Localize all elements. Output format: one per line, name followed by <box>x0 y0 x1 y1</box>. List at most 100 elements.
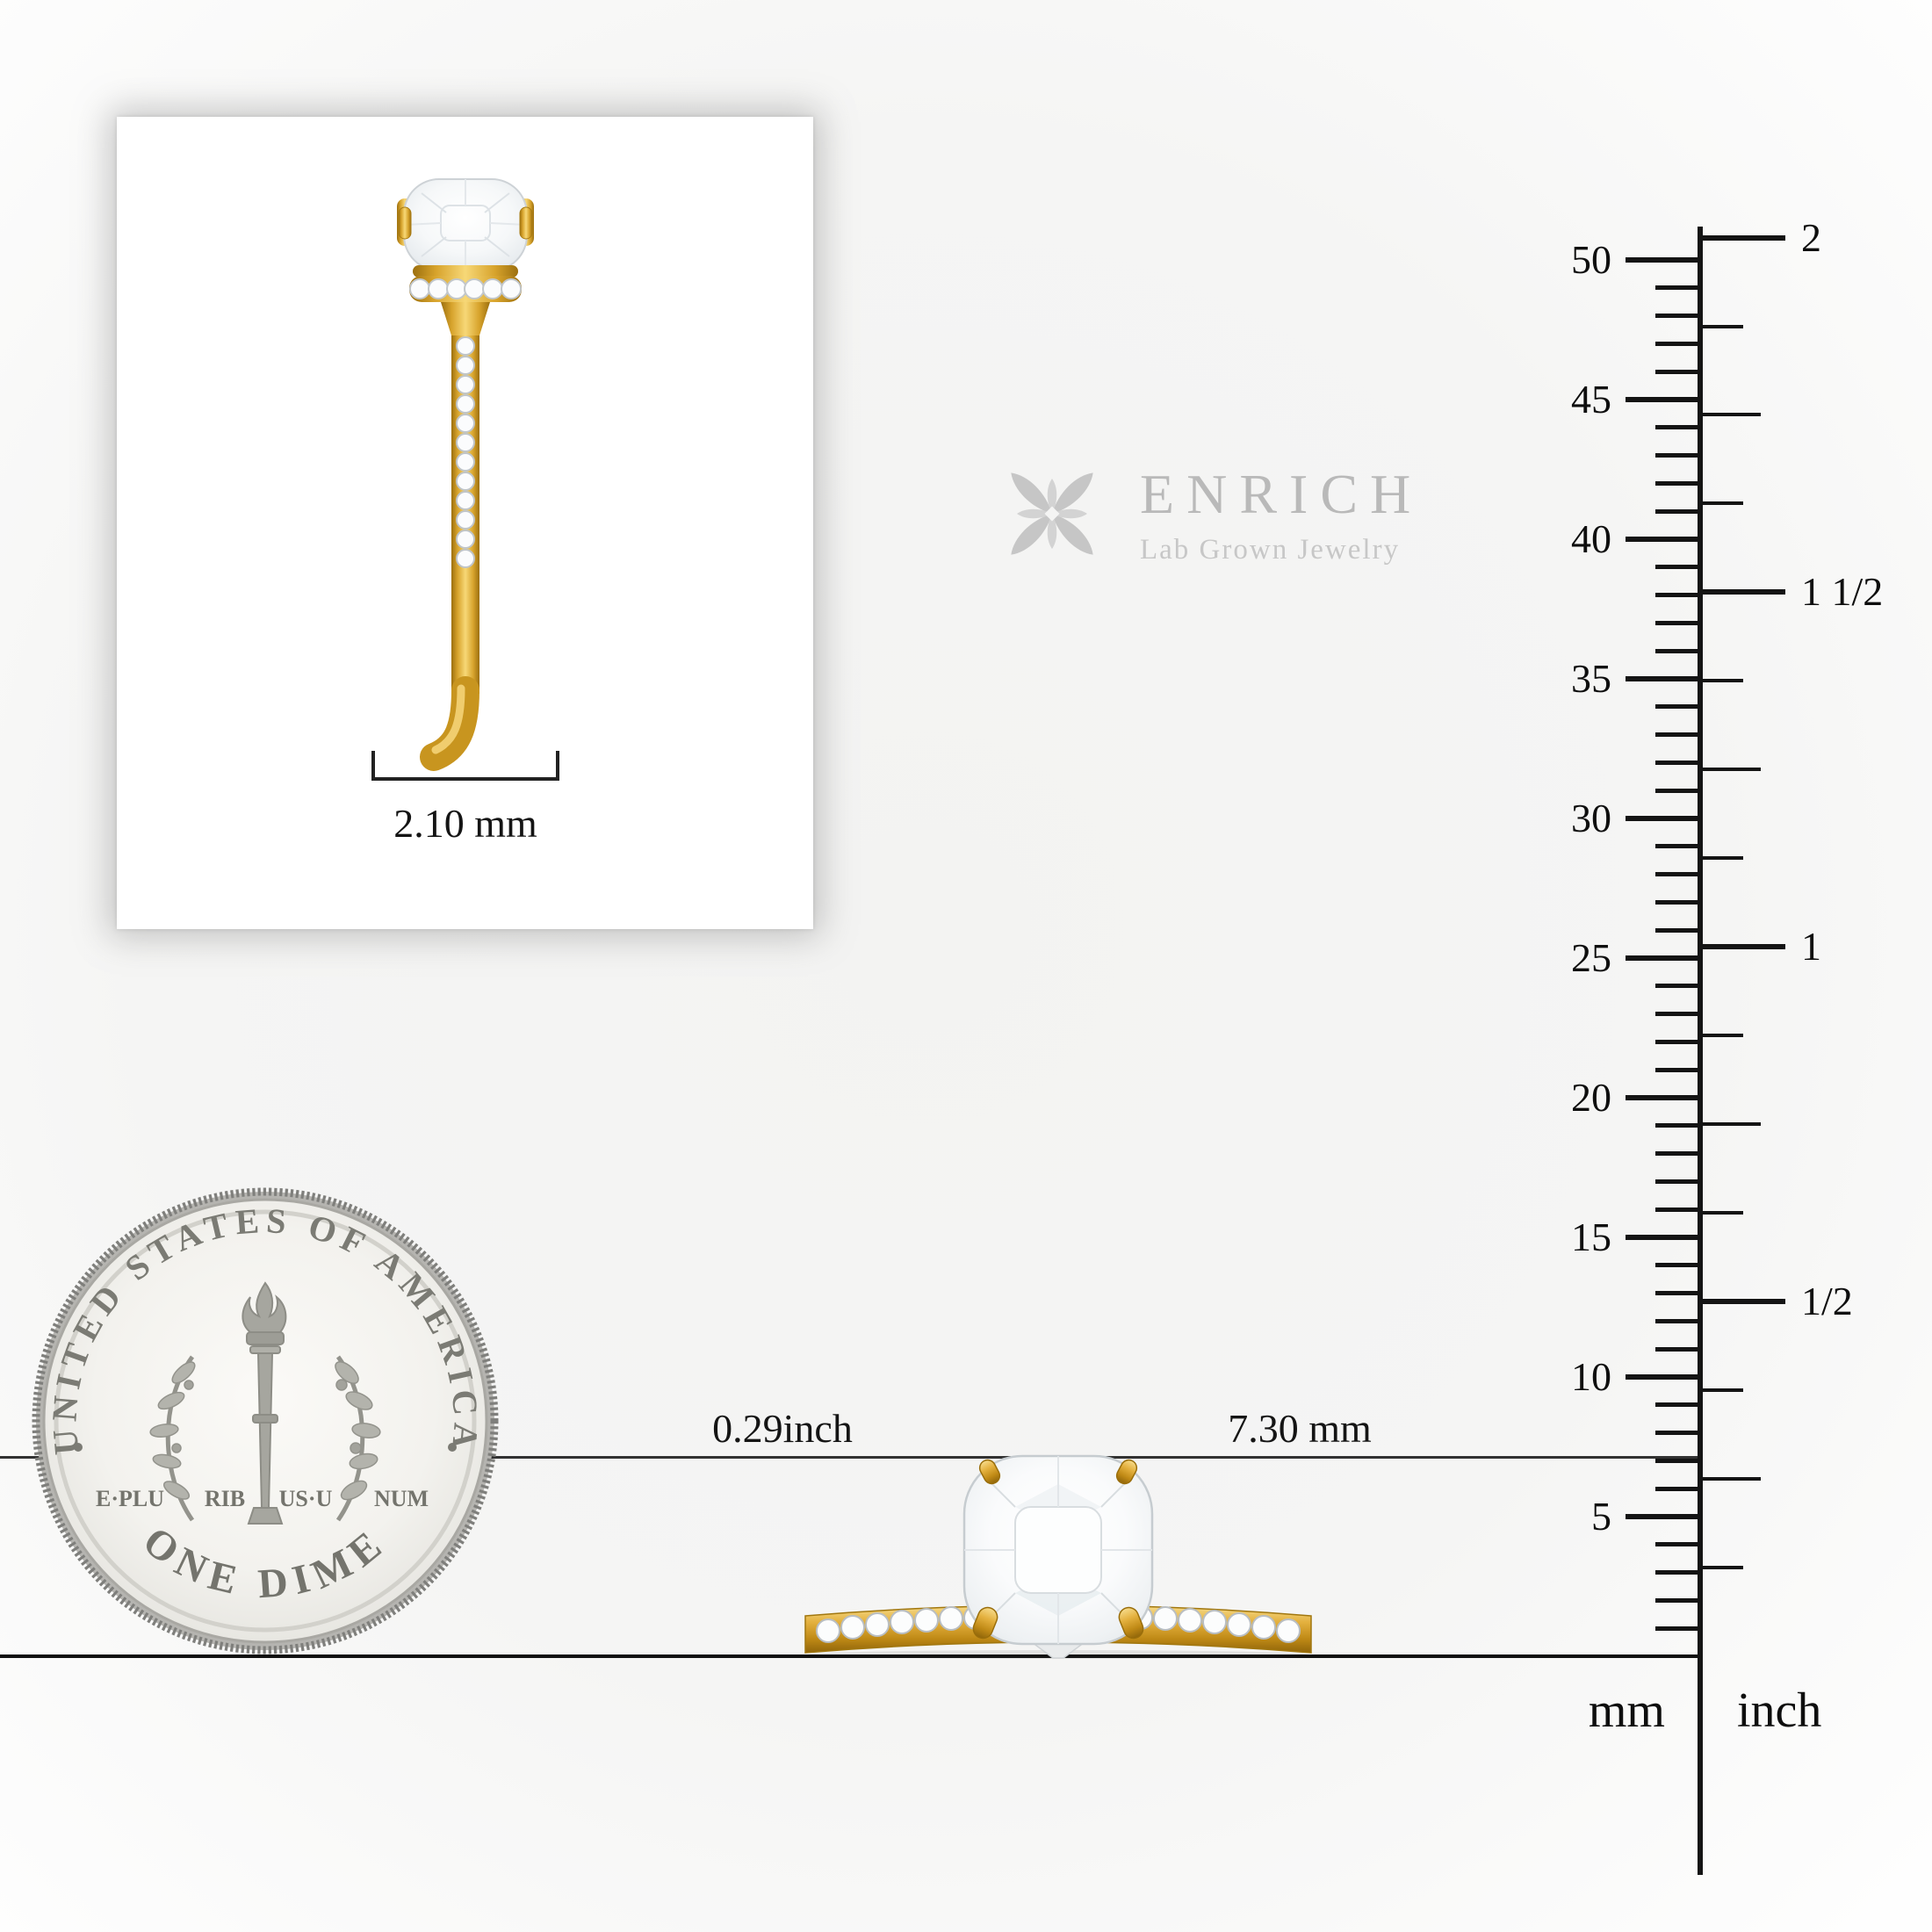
ruler-mm-tick <box>1655 648 1698 653</box>
ruler-inch-tick <box>1703 944 1785 950</box>
ruler-mm-tick <box>1655 620 1698 625</box>
ruler-mm-tick <box>1655 425 1698 430</box>
ruler-mm-tick <box>1655 1123 1698 1128</box>
ruler-inch-tick <box>1703 234 1785 241</box>
ruler-inch-tick <box>1703 1034 1743 1038</box>
front-prongs <box>972 1459 1144 1640</box>
stone-width-line <box>0 1456 1698 1459</box>
ruler-mm-tick <box>1655 1542 1698 1547</box>
ruler-mm-tick <box>1626 397 1698 402</box>
ruler-mm-tick <box>1655 1626 1698 1631</box>
ruler-inch-tick <box>1703 1299 1785 1305</box>
coin-motto-segment: US·U <box>279 1486 333 1511</box>
ruler-mm-label: 40 <box>1571 516 1611 561</box>
ruler-mm-tick <box>1655 1570 1698 1575</box>
coin-dot-right <box>448 1443 457 1452</box>
ruler-mm-tick <box>1626 257 1698 263</box>
ruler-mm-tick <box>1626 1514 1698 1519</box>
ruler-mm-tick <box>1626 1374 1698 1380</box>
ruler-mm-tick <box>1655 480 1698 486</box>
ruler-mm-tick <box>1655 872 1698 877</box>
ruler-mm-tick <box>1655 1431 1698 1436</box>
ruler-inch-tick <box>1703 1388 1743 1393</box>
side-prong-tip-left <box>398 206 412 240</box>
ruler-mm-tick <box>1655 760 1698 765</box>
ruler-mm-tick <box>1655 285 1698 291</box>
ruler-mm-tick <box>1655 1458 1698 1463</box>
side-view-panel: 2.10 mm <box>117 117 813 929</box>
stone-width-mm-label: 7.30 mm <box>1228 1406 1372 1451</box>
ruler-inch-label: 2 <box>1801 214 1821 260</box>
dime-coin: UNITED STATES OF AMERICA ONE DIME <box>32 1187 499 1654</box>
ruler-mm-label: 20 <box>1571 1075 1611 1120</box>
ruler-unit-inch: inch <box>1737 1683 1822 1738</box>
ring-front-view <box>804 1454 1312 1659</box>
ruler-mm-tick <box>1655 453 1698 458</box>
front-center-stone <box>962 1454 1154 1646</box>
ruler-mm-tick <box>1655 341 1698 346</box>
ruler-inch-tick <box>1703 768 1761 772</box>
ruler-mm-label: 25 <box>1571 935 1611 980</box>
ruler-mm-tick <box>1655 1402 1698 1408</box>
ruler-line <box>1698 227 1703 1875</box>
ruler-mm-tick <box>1655 927 1698 933</box>
side-hidden-halo <box>409 276 522 302</box>
ruler-unit-mm: mm <box>1588 1683 1665 1738</box>
coin-reeding <box>32 1187 499 1654</box>
side-gallery-rail <box>413 265 518 278</box>
ruler-inch-tick <box>1703 324 1743 328</box>
ruler-mm-label: 50 <box>1571 237 1611 282</box>
side-band-pave <box>456 336 475 568</box>
ruler-mm-tick <box>1655 1318 1698 1323</box>
ruler-mm-label: 30 <box>1571 796 1611 840</box>
side-shank-highlight <box>431 684 465 754</box>
side-prong-tip-right <box>519 206 533 240</box>
coin-oak-branch <box>335 1355 381 1522</box>
ruler-inch-tick <box>1703 1122 1761 1127</box>
band-width-label: 2.10 mm <box>393 801 537 846</box>
ruler-inch-tick <box>1703 856 1743 861</box>
ruler-mm-tick <box>1655 788 1698 793</box>
coin-torch <box>242 1281 287 1525</box>
ruler-mm-tick <box>1655 1207 1698 1212</box>
ruler-mm-tick <box>1626 1235 1698 1240</box>
ruler-mm-tick <box>1626 676 1698 681</box>
ruler-mm-tick <box>1626 955 1698 961</box>
ruler-inch-tick <box>1703 501 1743 506</box>
ruler-inch-tick <box>1703 1211 1743 1215</box>
ground-line <box>0 1654 1698 1658</box>
coin-olive-branch <box>149 1355 196 1522</box>
ruler-inch-tick <box>1703 1477 1761 1481</box>
brand-watermark: ENRICH Lab Grown Jewelry <box>991 452 1423 575</box>
ruler-mm-tick <box>1655 1486 1698 1491</box>
ruler-inch-tick <box>1703 679 1743 683</box>
ruler-inch-tick <box>1703 1566 1743 1570</box>
ruler-inch-label: 1 <box>1801 924 1821 970</box>
ruler-mm-tick <box>1655 508 1698 514</box>
brand-flower-icon <box>1011 472 1093 555</box>
ruler-mm-tick <box>1655 1012 1698 1017</box>
ruler-mm-tick <box>1655 369 1698 374</box>
ruler-mm-tick <box>1655 844 1698 849</box>
ruler-inch-tick <box>1703 413 1761 417</box>
ruler-mm-label: 15 <box>1571 1215 1611 1259</box>
coin-rim <box>54 1209 477 1633</box>
ruler-mm-tick <box>1655 984 1698 989</box>
ruler-inch-label: 1 1/2 <box>1801 569 1884 615</box>
band-width-bracket <box>371 751 559 781</box>
ruler-mm-tick <box>1655 1039 1698 1044</box>
coin-motto-segment: E·PLU <box>96 1486 164 1511</box>
ruler-mm-tick <box>1655 314 1698 319</box>
ruler-inch-label: 1/2 <box>1801 1279 1853 1324</box>
ruler-mm-tick <box>1655 1067 1698 1072</box>
ruler-mm-label: 35 <box>1571 656 1611 701</box>
ruler-mm-tick <box>1655 1263 1698 1268</box>
coin-dot-left <box>74 1443 83 1452</box>
ruler-mm-tick <box>1655 565 1698 570</box>
ruler-mm-tick <box>1655 704 1698 710</box>
brand-tagline: Lab Grown Jewelry <box>1140 533 1401 566</box>
side-shank-hook <box>420 676 479 771</box>
ring-side-view <box>397 178 534 771</box>
ruler-mm-tick <box>1626 1095 1698 1100</box>
ruler-mm-label: 45 <box>1571 377 1611 422</box>
